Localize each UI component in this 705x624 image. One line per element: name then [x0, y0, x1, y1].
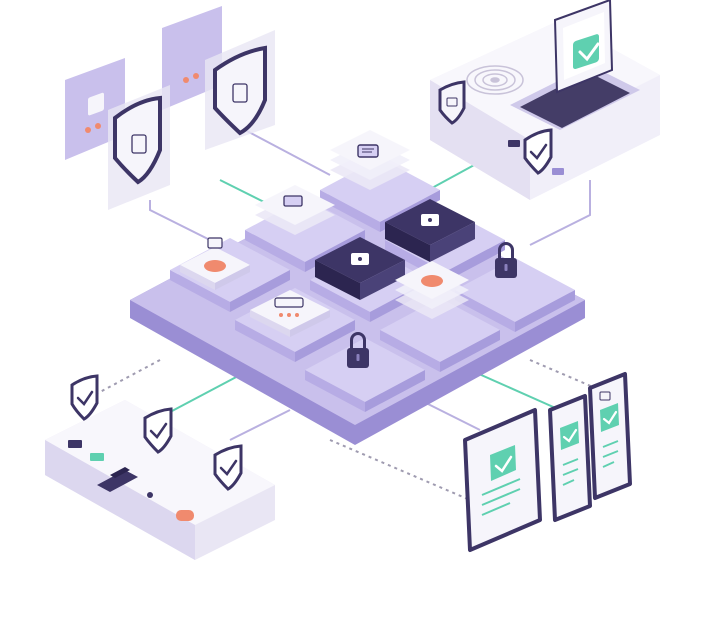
record-dot-icon — [421, 275, 443, 287]
record-dot-icon — [204, 260, 226, 272]
tile-7 — [305, 338, 425, 412]
smartphone-icon — [588, 372, 632, 500]
shield-check-icon — [143, 407, 173, 454]
tile-8 — [380, 298, 500, 372]
shield-check-icon — [70, 374, 99, 421]
tile-9 — [455, 258, 575, 332]
shield-check-icon — [438, 80, 466, 125]
connector-devices-teal — [469, 369, 561, 411]
padlock-icon — [495, 242, 517, 278]
shield-icon — [205, 30, 275, 150]
checkmark-icon — [490, 445, 516, 481]
usb-stick-icon — [97, 467, 138, 492]
shield-check-icon — [213, 444, 243, 491]
password-field — [274, 297, 304, 308]
record-card-stack — [395, 261, 469, 319]
top-left-documents — [65, 6, 275, 210]
checkmark-icon — [560, 421, 579, 450]
connector-teal-top — [219, 179, 271, 206]
folder-icon — [357, 144, 379, 158]
connector-usb-purple — [229, 409, 291, 441]
connector-server-purple — [529, 180, 591, 246]
connector-devices-dotted-2 — [329, 439, 471, 501]
wifi-signal-icon — [466, 65, 524, 95]
connector-devices-purple — [419, 399, 481, 431]
server-with-laptop — [430, 0, 660, 200]
dark-block-right — [385, 199, 475, 262]
wallet-icon — [421, 214, 439, 226]
mobile-devices — [463, 372, 632, 552]
central-platform — [130, 130, 585, 445]
document-icon — [283, 195, 303, 207]
connector-devices-dotted — [529, 359, 601, 391]
wallet-icon — [351, 253, 369, 265]
folder-card-stack — [330, 130, 410, 190]
connector-topleft-2 — [244, 129, 331, 176]
shield-check-icon — [523, 128, 553, 175]
document-card-stack — [255, 185, 335, 235]
dark-block-left — [315, 237, 405, 300]
document-icon — [207, 237, 223, 249]
shield-icon — [108, 85, 170, 210]
checkmark-icon — [573, 34, 599, 70]
checkmark-icon — [600, 403, 619, 432]
smartphone-icon — [548, 394, 592, 522]
laptop-icon — [510, 0, 640, 130]
record-card — [180, 237, 250, 290]
tablet-icon — [463, 408, 542, 552]
password-card — [250, 290, 330, 337]
usb-device — [45, 374, 275, 560]
padlock-icon — [347, 332, 369, 368]
